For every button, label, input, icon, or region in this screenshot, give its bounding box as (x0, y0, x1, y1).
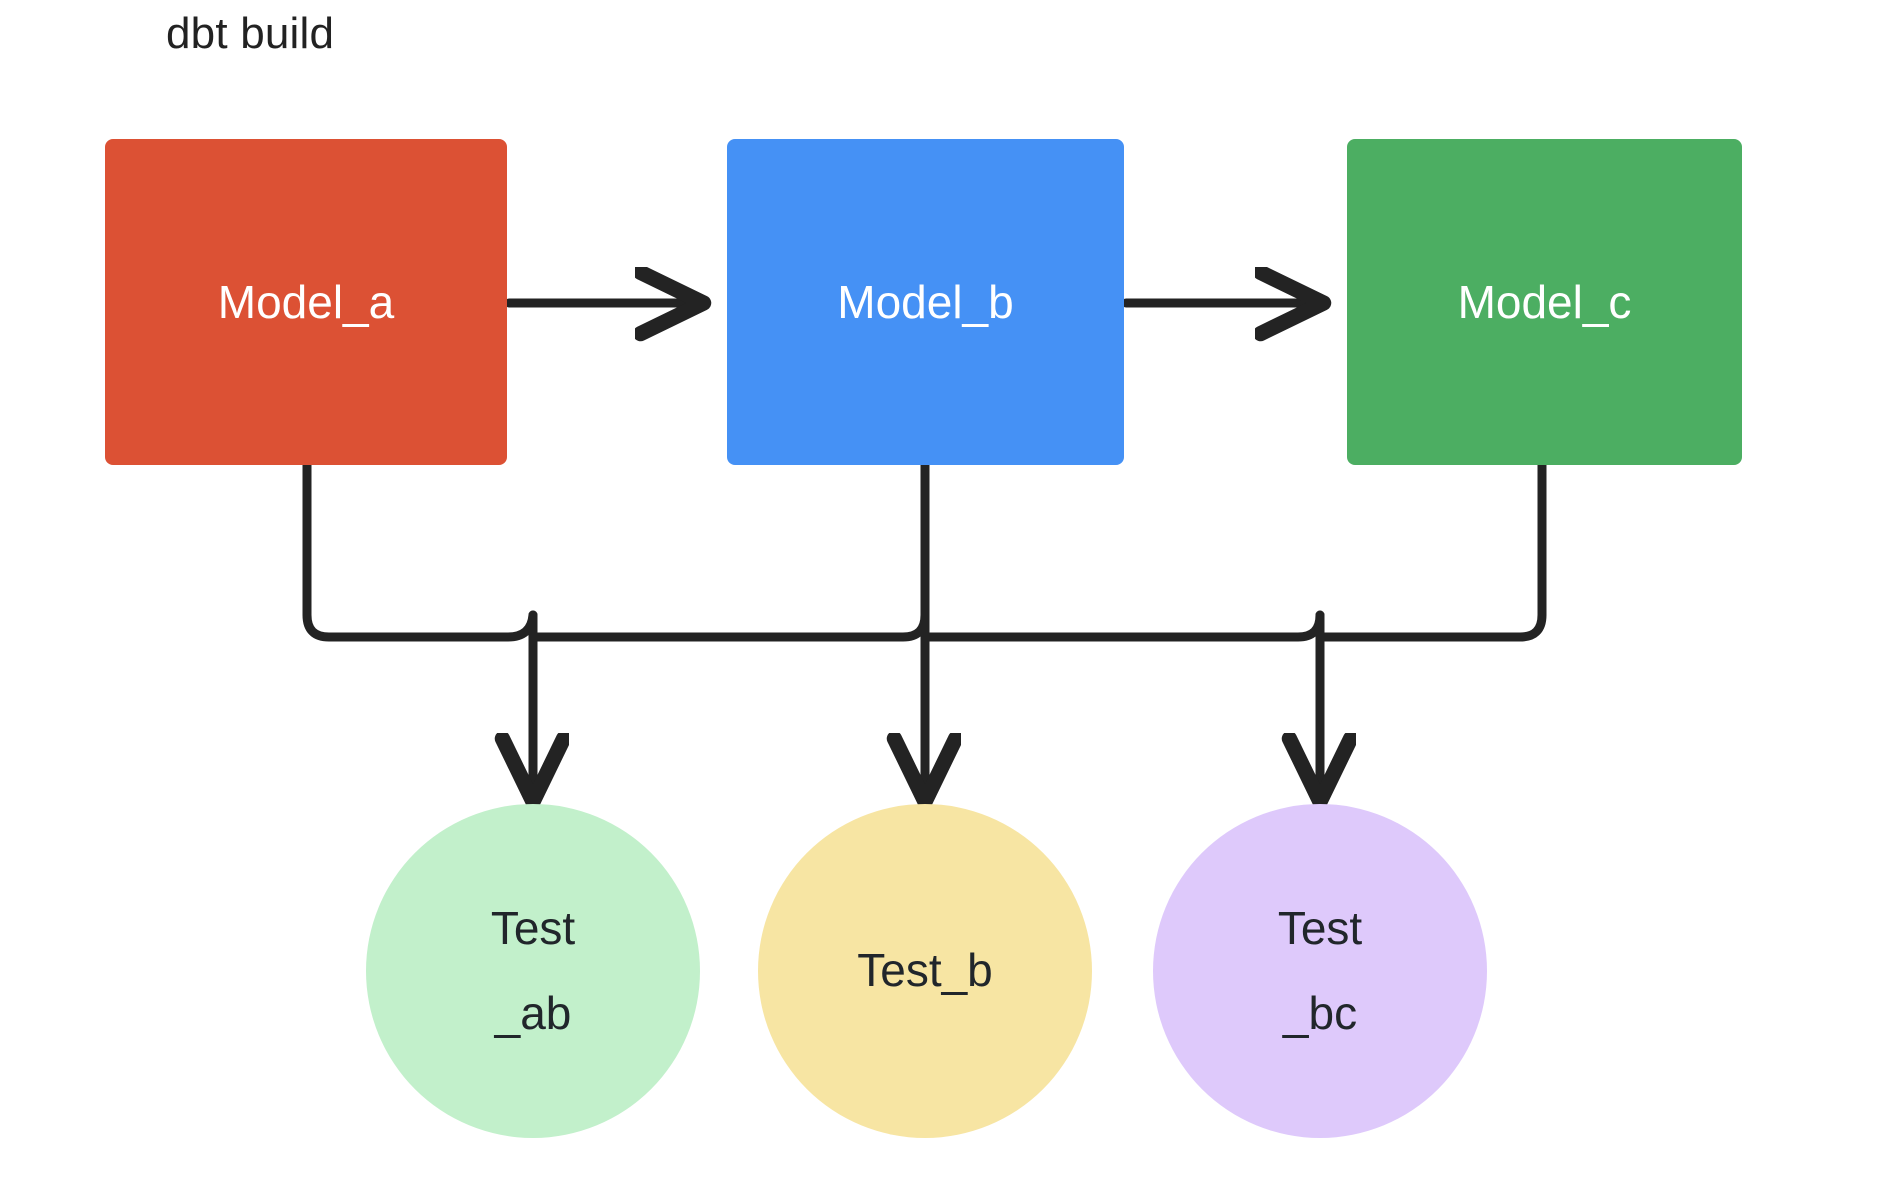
edge-bus-right-segment (920, 610, 1325, 642)
node-test-bc-label-line2: _bc (1282, 987, 1358, 1039)
node-test-bc[interactable]: Test _bc (1153, 804, 1487, 1138)
node-test-bc-label-line1: Test (1277, 901, 1363, 954)
node-model-b[interactable]: Model_b (727, 139, 1124, 465)
node-test-b[interactable]: Test_b (758, 804, 1092, 1138)
node-test-ab[interactable]: Test _ab (366, 804, 700, 1138)
edge-model-a-to-bus (302, 460, 538, 642)
node-model-a[interactable]: Model_a (105, 139, 507, 465)
node-model-a-label: Model_a (217, 276, 395, 328)
edge-bus-left-segment (528, 610, 930, 642)
node-model-c[interactable]: Model_c (1347, 139, 1742, 465)
node-model-b-label: Model_b (837, 276, 1014, 328)
node-model-c-label: Model_c (1457, 276, 1632, 328)
node-test-ab-label-line1: Test (490, 901, 576, 954)
node-test-b-label-line1: Test_b (857, 944, 993, 997)
edge-model-c-to-bus (1315, 460, 1547, 642)
page-title: dbt build (166, 9, 335, 58)
node-test-ab-label-line2: _ab (494, 987, 572, 1039)
